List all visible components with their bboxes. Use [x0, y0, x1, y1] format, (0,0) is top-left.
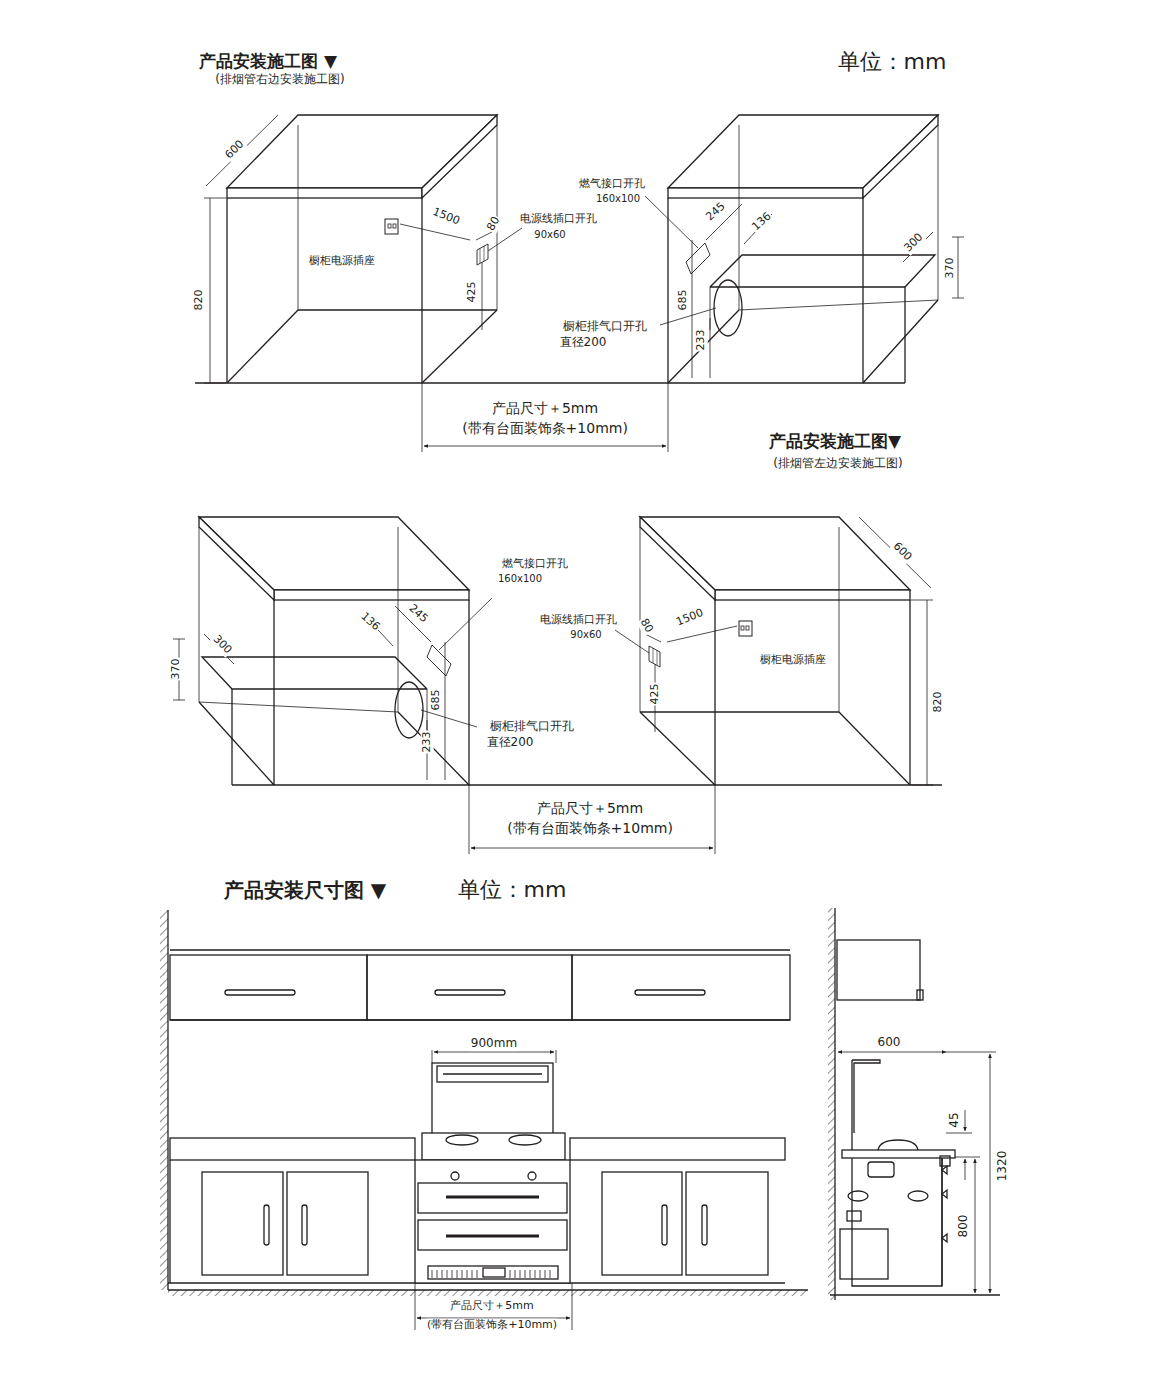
heading: 单位：mm [457, 877, 568, 902]
callout-label: 燃气接口开孔 [578, 178, 646, 191]
callout-label: 产品尺寸＋5mm [449, 1300, 534, 1313]
dimension-value: 245 [405, 602, 431, 627]
callout-label: (带有台面装饰条+10mm) [506, 820, 674, 836]
callout-label: 电源线插口开孔 [539, 614, 618, 627]
dimension-value: 685 [677, 289, 690, 312]
dimension-value: 600 [877, 1036, 902, 1050]
dimension-value: 600 [889, 539, 914, 564]
callout-label: 160x100 [595, 193, 641, 205]
dimension-value: 136 [357, 610, 383, 635]
callout-label: 产品尺寸＋5mm [491, 400, 599, 416]
callout-label: 直径200 [486, 736, 535, 750]
callout-label: 直径200 [559, 336, 608, 350]
dimension-value: 300 [209, 632, 234, 657]
dimension-value: 370 [944, 257, 957, 280]
dimension-value: 820 [932, 691, 945, 714]
callout-label: 90x60 [533, 229, 566, 241]
callout-label: 橱柜电源插座 [308, 255, 376, 268]
callout-label: 电源线插口开孔 [519, 213, 598, 226]
dimension-value: 1500 [430, 206, 463, 229]
dimension-value: 233 [421, 731, 434, 754]
callout-label: 橱柜排气口开孔 [489, 720, 575, 734]
dimension-value: 820 [193, 289, 206, 312]
dimension-value: 425 [466, 281, 479, 304]
dimension-value: 685 [430, 689, 443, 712]
dimension-value: 1500 [674, 607, 707, 630]
dimension-value: 800 [957, 1214, 971, 1239]
heading: 产品安装尺寸图 ▼ [223, 879, 387, 902]
heading: 单位：mm [837, 49, 948, 74]
dimension-value: 233 [695, 329, 708, 352]
callout-label: 产品尺寸＋5mm [536, 800, 644, 816]
dimension-value: 425 [649, 683, 662, 706]
dimension-value: 370 [170, 658, 183, 681]
callout-label: (排烟管左边安装施工图) [772, 457, 903, 471]
callout-label: (排烟管右边安装施工图) [214, 73, 345, 87]
dimension-value: 600 [222, 137, 247, 162]
dimension-value: 900mm [470, 1037, 518, 1051]
dimension-value: 80 [485, 214, 504, 234]
callout-label: 橱柜排气口开孔 [562, 320, 648, 334]
dimension-value: 1320 [996, 1150, 1010, 1183]
dimension-value: 300 [901, 230, 926, 255]
dimension-value: 245 [703, 200, 729, 225]
callout-label: 橱柜电源插座 [759, 654, 827, 667]
dimension-value: 136 [749, 210, 775, 235]
callout-label: 燃气接口开孔 [501, 558, 569, 571]
dimension-value: 80 [637, 616, 656, 636]
callout-label: 90x60 [569, 629, 602, 641]
callout-label: 160x100 [497, 573, 543, 585]
callout-label: (带有台面装饰条+10mm) [426, 1319, 558, 1332]
heading: 产品安装施工图 ▼ [198, 52, 338, 72]
callout-label: (带有台面装饰条+10mm) [461, 420, 629, 436]
heading: 产品安装施工图▼ [768, 432, 902, 452]
dimension-value: 45 [948, 1111, 962, 1128]
